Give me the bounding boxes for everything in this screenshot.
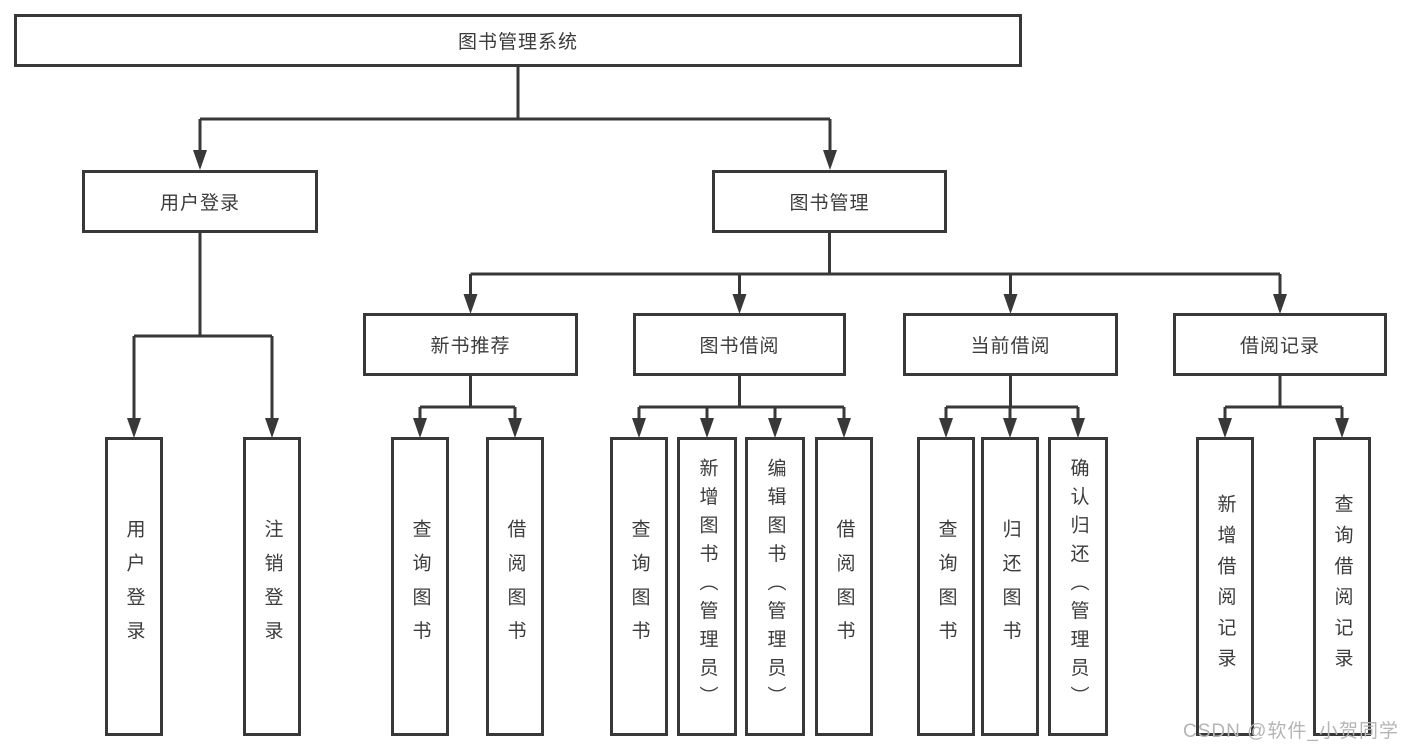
node-new-book-recommend-label: 新书推荐 <box>430 336 511 357</box>
leaf-logout: 注销登录 <box>243 437 301 736</box>
leaf-borrow-books-recommend: 借阅图书 <box>486 437 544 736</box>
leaf-confirm-return-admin: 确认归还（管理员） <box>1048 437 1108 736</box>
leaf-query-books-recommend: 查询图书 <box>391 437 449 736</box>
node-current-borrowing: 当前借阅 <box>903 313 1118 376</box>
leaf-borrow-books-borrowing: 借阅图书 <box>815 437 873 736</box>
watermark: CSDN @软件_小贺同学 <box>1183 721 1399 742</box>
node-book-borrowing-label: 图书借阅 <box>699 336 780 357</box>
leaf-edit-books-admin: 编辑图书（管理员） <box>745 437 805 736</box>
node-new-book-recommend: 新书推荐 <box>363 313 578 376</box>
node-current-borrowing-label: 当前借阅 <box>970 336 1051 357</box>
leaf-query-borrow-record: 查询借阅记录 <box>1313 437 1371 736</box>
arrowhead-icons <box>127 150 1349 438</box>
node-book-management: 图书管理 <box>712 170 947 233</box>
node-book-borrowing: 图书借阅 <box>633 313 846 376</box>
leaf-query-books-borrowing: 查询图书 <box>610 437 668 736</box>
node-user-login-label: 用户登录 <box>159 193 240 214</box>
node-user-login: 用户登录 <box>82 170 318 233</box>
node-book-management-label: 图书管理 <box>789 193 870 214</box>
node-library-system: 图书管理系统 <box>14 14 1022 67</box>
node-library-system-label: 图书管理系统 <box>457 32 578 53</box>
leaf-add-borrow-record: 新增借阅记录 <box>1196 437 1254 736</box>
node-borrowing-records-label: 借阅记录 <box>1239 336 1320 357</box>
leaf-user-login: 用户登录 <box>105 437 163 736</box>
leaf-return-books: 归还图书 <box>981 437 1039 736</box>
node-borrowing-records: 借阅记录 <box>1173 313 1387 376</box>
leaf-add-books-admin: 新增图书（管理员） <box>677 437 737 736</box>
leaf-query-books-current: 查询图书 <box>917 437 975 736</box>
